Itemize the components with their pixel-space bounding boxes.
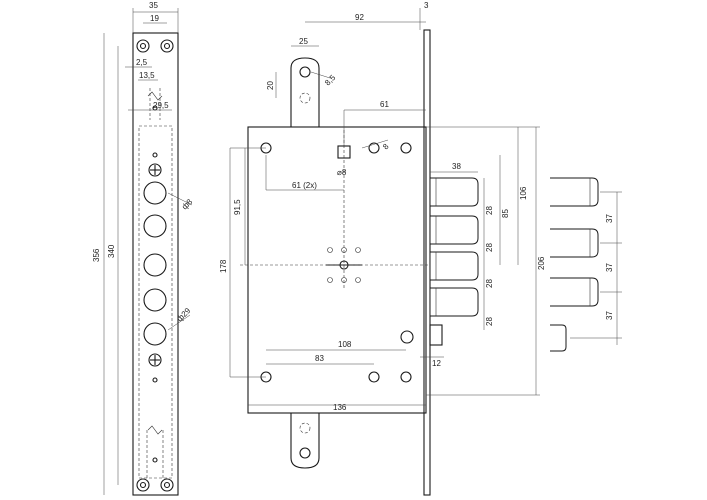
- case-hole: [368, 142, 380, 154]
- front-bolt-hole: [143, 288, 167, 312]
- dim-8-5: 8,5: [323, 73, 338, 88]
- dim-28c: 28: [485, 279, 494, 288]
- dim-340: 340: [107, 244, 116, 258]
- lock-body-view: [229, 8, 540, 496]
- dim-12: 12: [432, 359, 441, 368]
- front-plate-outline: [132, 32, 179, 496]
- front-bolt-hole: [143, 322, 167, 346]
- dim-20: 20: [266, 81, 275, 90]
- lock-faceplate-strip: [423, 29, 431, 496]
- dim-91-5: 91,5: [233, 199, 242, 215]
- dim-28b: 28: [485, 243, 494, 252]
- front-screw-hole: [136, 478, 150, 492]
- dim-108: 108: [338, 340, 352, 349]
- dim-37a: 37: [605, 214, 614, 223]
- front-screw-cross: [148, 163, 162, 177]
- dim-61: 61: [380, 100, 389, 109]
- case-hole: [400, 371, 412, 383]
- dim-8: 8: [381, 142, 391, 152]
- lock-case-outline: [247, 126, 427, 414]
- dim-13-5: 13,5: [139, 71, 155, 80]
- dim-61-2x: 61 (2x): [292, 181, 317, 190]
- front-screw-hole-inner: [163, 481, 171, 489]
- bolt-end: [550, 228, 599, 258]
- dim-38: 38: [452, 162, 461, 171]
- top-tab: [290, 57, 320, 127]
- dim-206: 206: [537, 256, 546, 270]
- dim-106: 106: [519, 186, 528, 200]
- case-hole: [400, 142, 412, 154]
- dim-356: 356: [92, 248, 101, 262]
- front-plate-view: [103, 8, 193, 496]
- lock-bolt: [429, 287, 479, 317]
- dim-3: 3: [424, 1, 429, 10]
- front-screw-hole: [160, 39, 174, 53]
- lock-bolt: [429, 251, 479, 281]
- front-screw-hole: [136, 39, 150, 53]
- dim-28d: 28: [485, 317, 494, 326]
- dim-83: 83: [315, 354, 324, 363]
- latch: [429, 324, 443, 346]
- dim-37b: 37: [605, 263, 614, 272]
- front-small-hole: [152, 152, 158, 158]
- dim-136: 136: [333, 403, 347, 412]
- front-screw-cross: [148, 353, 162, 367]
- front-screw-hole-inner: [163, 42, 171, 50]
- dim-85: 85: [501, 209, 510, 218]
- case-hole: [400, 330, 414, 344]
- latch-end: [550, 324, 567, 352]
- dim-37c: 37: [605, 311, 614, 320]
- front-small-hole: [152, 457, 158, 463]
- front-plate-inner-dashed: [138, 125, 173, 479]
- case-hole: [368, 371, 380, 383]
- lock-bolt: [429, 177, 479, 207]
- lock-bolt: [429, 215, 479, 245]
- dim-25: 25: [299, 37, 308, 46]
- dim-sq8: ⌀8: [337, 168, 347, 177]
- bolt-end: [550, 277, 599, 307]
- front-bolt-hole: [143, 253, 167, 277]
- dim-28a: 28: [485, 206, 494, 215]
- front-screw-hole-inner: [139, 42, 147, 50]
- dim-178: 178: [219, 259, 228, 273]
- bottom-tab: [290, 413, 320, 469]
- top-tab-hole: [299, 66, 311, 78]
- front-bolt-hole: [143, 181, 167, 205]
- front-screw-hole-inner: [139, 481, 147, 489]
- bolts-side-view: [550, 177, 622, 352]
- dim-35: 35: [149, 1, 158, 10]
- front-small-hole: [152, 377, 158, 383]
- dim-phi-a: ф8: [180, 197, 195, 212]
- dim-19: 19: [150, 14, 159, 23]
- bolt-end: [550, 177, 599, 207]
- front-screw-hole: [160, 478, 174, 492]
- dim-92: 92: [355, 13, 364, 22]
- dim-29-5: 29,5: [153, 101, 169, 110]
- front-bolt-hole: [143, 214, 167, 238]
- dim-2-5: 2,5: [136, 58, 148, 67]
- bottom-tab-hole: [299, 447, 311, 459]
